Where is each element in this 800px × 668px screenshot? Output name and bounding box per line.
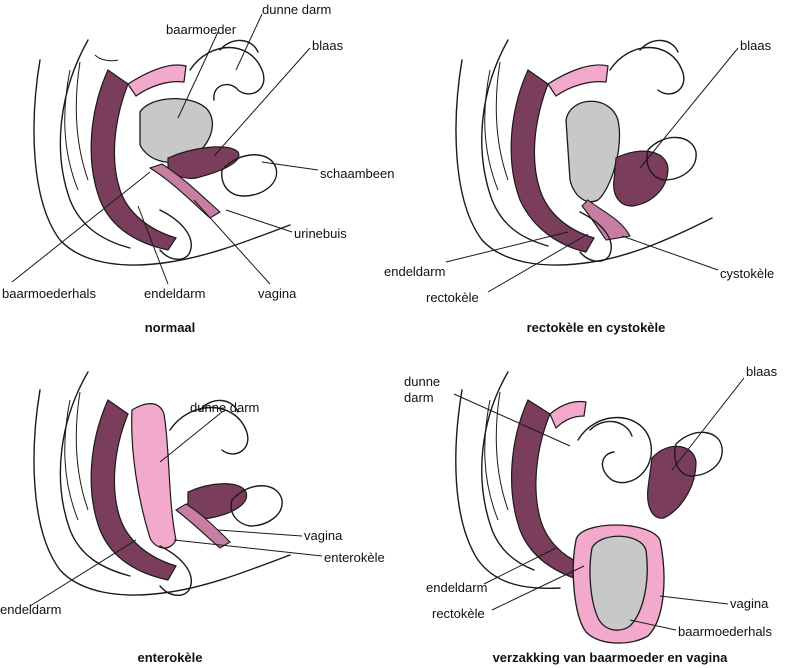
- leader-dunne-darm-4: [453, 393, 571, 447]
- label-endeldarm: endeldarm: [144, 286, 205, 301]
- bladder-2: [613, 150, 669, 207]
- small-intestine-4: [577, 416, 653, 484]
- uterus-4: [589, 535, 648, 631]
- label-baarmoeder: baarmoeder: [166, 22, 237, 37]
- label-enterokele-3: enterokèle: [324, 550, 385, 565]
- leader-endeldarm-3: [29, 539, 137, 607]
- label-vagina: vagina: [258, 286, 297, 301]
- caption-verzakking: verzakking van baarmoeder en vagina: [493, 650, 729, 665]
- panel-enterokele: dunne darm vagina enterokèle endeldarm e…: [0, 371, 385, 665]
- sacrum-lines-3: [64, 391, 89, 521]
- buttock: [159, 209, 192, 260]
- panel-verzakking: dunne darm blaas endeldarm rectokèle vag…: [404, 364, 778, 665]
- pubic-bone: [221, 154, 278, 197]
- leader-endeldarm-2: [445, 231, 569, 263]
- caption-normaal: normaal: [145, 320, 196, 335]
- enterocele-bulge: [131, 403, 177, 549]
- leader-vagina-4: [659, 595, 729, 605]
- sacrum-lines-2: [484, 61, 509, 191]
- label-baarmoederhals-4: baarmoederhals: [678, 624, 772, 639]
- label-endeldarm-4: endeldarm: [426, 580, 487, 595]
- label-dunne-darm-3: dunne darm: [190, 400, 259, 415]
- label-rectokele-4: rectokèle: [432, 606, 485, 621]
- uterus-2: [565, 100, 621, 203]
- rectum-2: [510, 69, 595, 253]
- label-blaas: blaas: [312, 38, 344, 53]
- vagina-3: [175, 503, 231, 549]
- leader-blaas-4: [671, 377, 745, 471]
- small-intestine-2: [609, 39, 685, 95]
- leader-cystokele-2: [621, 235, 719, 271]
- colon-strip: [127, 64, 187, 97]
- label-vagina-3: vagina: [304, 528, 343, 543]
- leader-rectokele-2: [487, 233, 589, 293]
- leader-baarmoederhals: [11, 171, 151, 283]
- leader-baarmoeder: [177, 31, 219, 119]
- label-schaambeen: schaambeen: [320, 166, 394, 181]
- panel-normaal: dunne darm baarmoeder blaas schaambeen u…: [2, 2, 394, 335]
- leader-endeldarm-4: [483, 547, 557, 585]
- sacrum-lines: [64, 54, 119, 191]
- body-outline-4: [455, 389, 561, 589]
- leader-rectokele-4: [491, 565, 585, 611]
- rectum-4: [510, 399, 583, 579]
- leader-dunne-darm-3: [159, 411, 223, 463]
- label-dunne-darm-4a: dunne: [404, 374, 440, 389]
- body-outline-2: [455, 59, 713, 266]
- label-urinebuis: urinebuis: [294, 226, 347, 241]
- label-dunne-darm: dunne darm: [262, 2, 331, 17]
- leader-vagina: [193, 199, 271, 285]
- label-dunne-darm-4b: darm: [404, 390, 434, 405]
- body-outline-3: [33, 389, 291, 596]
- uterus: [139, 97, 214, 163]
- back-outline-4: [481, 371, 535, 571]
- rectum-3: [90, 399, 177, 581]
- panel-rectokele-cystokele: blaas endeldarm rectokèle cystokèle rect…: [384, 38, 774, 335]
- label-rectokele-2: rectokèle: [426, 290, 479, 305]
- leader-blaas: [213, 47, 311, 157]
- back-outline-2: [481, 39, 549, 247]
- pubic-bone-3: [230, 485, 283, 527]
- label-blaas-2: blaas: [740, 38, 772, 53]
- pubic-bone-4: [674, 431, 723, 477]
- leader-baarmoederhals-4: [629, 619, 677, 631]
- label-cystokele-2: cystokèle: [720, 266, 774, 281]
- leader-dunne-darm: [235, 13, 263, 71]
- buttock-2: [579, 211, 612, 262]
- bladder-4: [647, 445, 697, 519]
- pubic-bone-2: [646, 136, 697, 181]
- label-blaas-4: blaas: [746, 364, 778, 379]
- small-intestine: [189, 39, 265, 101]
- caption-enterokele: enterokèle: [137, 650, 202, 665]
- leader-blaas-2: [639, 47, 739, 169]
- back-outline: [59, 39, 131, 249]
- caption-rectokele-cystokele: rectokèle en cystokèle: [527, 320, 666, 335]
- colon-strip-2: [547, 64, 609, 97]
- vagina: [148, 163, 221, 219]
- label-vagina-4: vagina: [730, 596, 769, 611]
- leader-endeldarm: [137, 205, 169, 285]
- rectum: [90, 69, 177, 251]
- small-intestine-3: [169, 399, 249, 455]
- vagina-bulge-2: [581, 199, 631, 241]
- buttock-3: [159, 545, 192, 596]
- back-outline-3: [59, 371, 131, 577]
- leader-urinebuis: [225, 209, 293, 233]
- leader-schaambeen: [261, 161, 319, 171]
- colon-strip-4: [549, 400, 587, 430]
- label-baarmoederhals: baarmoederhals: [2, 286, 96, 301]
- leader-vagina-3: [217, 529, 303, 537]
- body-outline: [33, 59, 291, 266]
- label-endeldarm-2: endeldarm: [384, 264, 445, 279]
- label-endeldarm-3: endeldarm: [0, 602, 61, 617]
- leader-enterokele-3: [173, 539, 323, 557]
- sacrum-lines-4: [484, 391, 509, 521]
